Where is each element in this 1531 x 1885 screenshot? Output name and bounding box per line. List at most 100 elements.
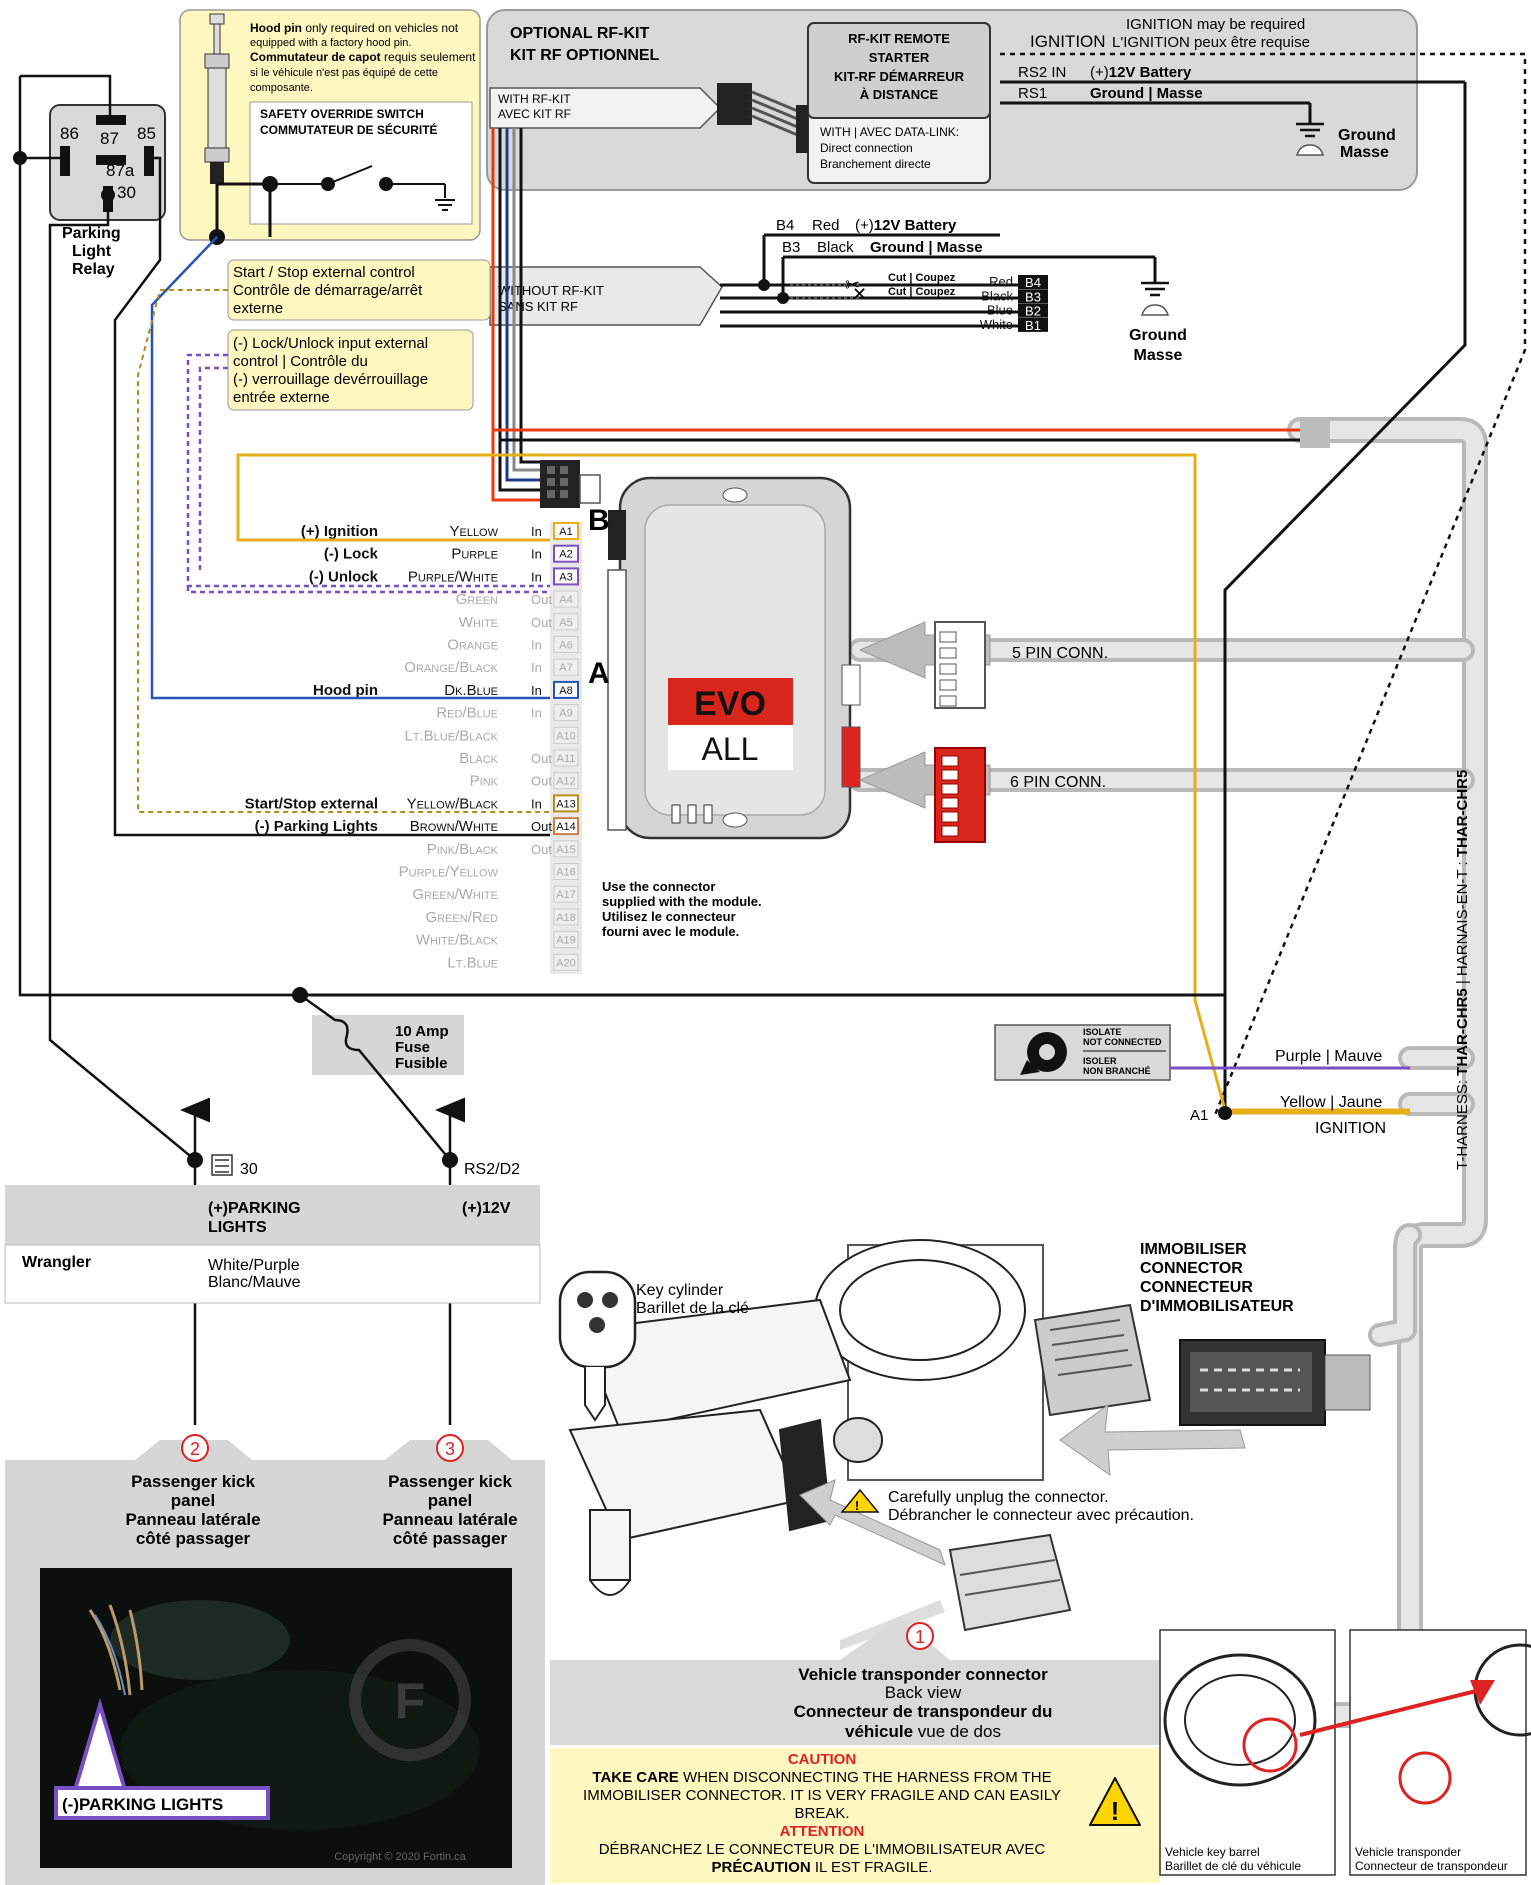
caution-box bbox=[550, 1748, 1160, 1883]
rs1-value: Ground | Masse bbox=[1090, 85, 1203, 102]
b-pin-color: Blue bbox=[987, 303, 1013, 318]
cut-icon: ✂ bbox=[845, 275, 860, 295]
caution-line5: PRÉCAUTION IL EST FRAGILE. bbox=[712, 1859, 933, 1876]
remote-starter-line3: KIT-RF DÉMARREUR bbox=[834, 69, 965, 84]
harness-a1-label: A1 bbox=[1190, 1107, 1208, 1124]
hood-pin-icon bbox=[204, 13, 230, 184]
brand-evo: EVO bbox=[694, 685, 766, 723]
wire-color: Orange bbox=[447, 637, 498, 654]
kick-left-1: Passenger kick bbox=[131, 1472, 255, 1491]
wire-direction: Out bbox=[531, 774, 552, 789]
transponder-num-1: 1 bbox=[915, 1627, 925, 1647]
wire-direction: In bbox=[531, 524, 542, 539]
wire-direction: Out bbox=[531, 842, 552, 857]
table-value-1: White/Purple bbox=[208, 1257, 300, 1274]
table-col1-header: (+)PARKING bbox=[208, 1200, 301, 1217]
wire-direction: In bbox=[531, 796, 542, 811]
unplug-label: Carefully unplug the connector. bbox=[888, 1489, 1109, 1506]
remote-starter-line1: RF-KIT REMOTE bbox=[848, 31, 950, 46]
hood-pin-note-1: Hood pin only required on vehicles not bbox=[250, 21, 459, 35]
cut-label-2: Cut | Coupez bbox=[888, 286, 956, 298]
wire-direction: Out bbox=[531, 819, 552, 834]
b-ground-label: Ground bbox=[1129, 327, 1187, 344]
b3-id: B3 bbox=[782, 239, 800, 256]
ignition-note-fr: L'IGNITION peux être requise bbox=[1112, 34, 1310, 51]
wire-pin: A17 bbox=[556, 889, 576, 901]
kick-left-2: panel bbox=[171, 1491, 215, 1510]
wire-pin: A10 bbox=[556, 730, 576, 742]
wire-color: Orange/Black bbox=[404, 659, 498, 676]
wire-color: White bbox=[459, 614, 498, 631]
data-link-line2: Direct connection bbox=[820, 141, 913, 155]
wire-direction: In bbox=[531, 660, 542, 675]
svg-text:F: F bbox=[395, 1673, 426, 1729]
hood-pin-note-4: si le véhicule n'est pas équipé de cette bbox=[250, 67, 438, 79]
wire-pin: A9 bbox=[559, 708, 572, 720]
immobiliser-title-4: D'IMMOBILISATEUR bbox=[1140, 1298, 1294, 1315]
relay-pin-85: 85 bbox=[137, 124, 156, 143]
brand-all: ALL bbox=[702, 731, 759, 767]
wire-row-a6: Orange In A6 bbox=[447, 636, 579, 654]
with-rf-banner bbox=[489, 87, 722, 129]
harness-ignition-label: IGNITION bbox=[1315, 1120, 1386, 1137]
with-rf-label: WITH RF-KIT bbox=[498, 92, 571, 106]
safety-switch-label-fr: COMMUTATEUR DE SÉCURITÉ bbox=[260, 122, 438, 137]
transponder-caption: Vehicle transponder bbox=[1355, 1845, 1461, 1859]
without-rf-label-fr: SANS KIT RF bbox=[498, 299, 578, 314]
transponder-title-fr-2: véhicule vue de dos bbox=[845, 1722, 1001, 1741]
module-note-line2: supplied with the module. bbox=[602, 894, 762, 909]
caution-warning-icon bbox=[1089, 1777, 1141, 1826]
remote-starter-header bbox=[807, 22, 991, 119]
rf-ignition-label: IGNITION bbox=[1030, 32, 1106, 51]
hood-pin-wire bbox=[150, 236, 550, 700]
key-barrel-highlight bbox=[1242, 1717, 1298, 1773]
lock-unlock-line2: control | Contrôle du bbox=[233, 353, 368, 370]
wire-direction: In bbox=[531, 569, 542, 584]
wire-function: Hood pin bbox=[313, 682, 378, 699]
relay-title-1: Parking bbox=[62, 225, 121, 242]
harness-purple-label: Purple | Mauve bbox=[1275, 1048, 1382, 1065]
wire-function: (+) Ignition bbox=[301, 523, 378, 540]
isolate-2: NOT CONNECTED bbox=[1083, 1037, 1162, 1047]
wire-color: Purple bbox=[451, 546, 498, 563]
rf-ground-label-fr: Masse bbox=[1340, 144, 1389, 161]
cut-icon-2: ✕ bbox=[852, 284, 867, 304]
svg-text:!: ! bbox=[855, 1498, 859, 1513]
module-note-line3: Utilisez le connecteur bbox=[602, 909, 736, 924]
lock-unlock-line3: (-) verrouillage devérrouillage bbox=[233, 371, 428, 388]
rf-connector bbox=[717, 83, 752, 125]
transponder-caption-fr: Connecteur de transpondeur bbox=[1355, 1859, 1508, 1873]
rf-ground-label: Ground bbox=[1338, 127, 1396, 144]
rf-ground-icon bbox=[1296, 122, 1324, 138]
wire-color: Red/Blue bbox=[436, 705, 498, 722]
wire-direction: Out bbox=[531, 751, 552, 766]
wire-color: Black bbox=[459, 750, 498, 767]
kick-left-4: côté passager bbox=[136, 1529, 251, 1548]
wire-pin: A3 bbox=[559, 571, 572, 583]
relay-pin-30: 30 bbox=[117, 183, 136, 202]
transponder-photo bbox=[1349, 1629, 1527, 1876]
b4-color: Red bbox=[812, 217, 840, 234]
data-link-line3: Branchement directe bbox=[820, 157, 931, 171]
table-rs2: RS2/D2 bbox=[464, 1161, 520, 1178]
table-col1-header-2: LIGHTS bbox=[208, 1219, 267, 1236]
wire-color: Purple/White bbox=[408, 568, 498, 585]
wire-pin: A6 bbox=[559, 640, 572, 652]
rf-car-icon bbox=[1295, 144, 1325, 156]
wire-direction: In bbox=[531, 638, 542, 653]
transponder-title-fr: Connecteur de transpondeur du bbox=[794, 1702, 1053, 1721]
parking-lights-tag bbox=[54, 1786, 270, 1820]
rs2-value: (+)12V Battery bbox=[1090, 64, 1192, 81]
wire-pin: A20 bbox=[556, 957, 576, 969]
rs2-in-label: RS2 IN bbox=[1018, 64, 1066, 81]
wire-pin: A13 bbox=[556, 798, 576, 810]
evo-all-module bbox=[607, 476, 861, 840]
b4-value: (+)12V Battery bbox=[855, 217, 957, 234]
fuse-label-1: 10 Amp bbox=[395, 1023, 449, 1040]
